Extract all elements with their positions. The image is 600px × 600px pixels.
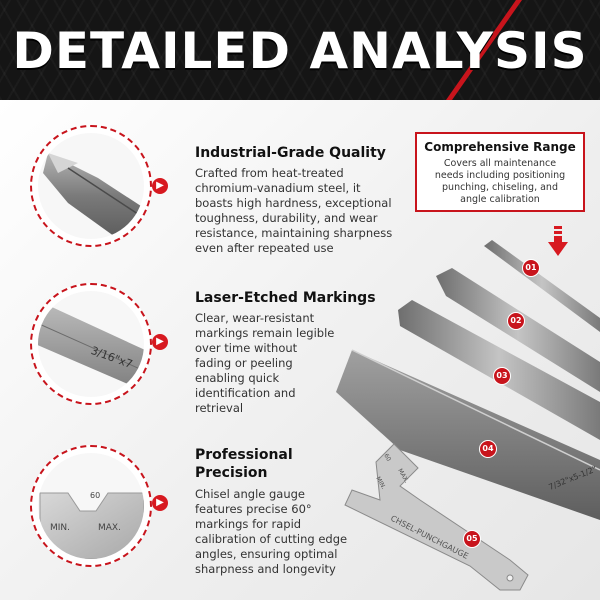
gauge-angle-text: 60: [382, 453, 392, 463]
badge-01: 01: [522, 259, 540, 277]
badge-04: 04: [479, 440, 497, 458]
tool-cold-chisel: 7/32"x5-1/2": [336, 349, 600, 520]
badge-02: 02: [507, 312, 525, 330]
gauge-min-label: MIN.: [50, 523, 71, 533]
badge-05: 05: [463, 530, 481, 548]
circle-marking: 3/16"x7: [30, 283, 152, 405]
circle-chisel-tip: [30, 125, 152, 247]
marking-image: 3/16"x7: [38, 291, 144, 397]
range-info-box: Comprehensive Range Covers all maintenan…: [415, 132, 585, 212]
page-title: DETAILED ANALYSIS: [12, 22, 588, 80]
arrow-right-icon: ▶: [152, 178, 168, 194]
arrow-down-icon: [548, 226, 568, 256]
header-banner: DETAILED ANALYSIS: [0, 0, 600, 100]
gauge-angle-label: 60: [90, 491, 101, 500]
feature-title-quality: Industrial-Grade Quality: [195, 145, 386, 161]
gauge-max-label: MAX.: [98, 523, 121, 533]
chisel-tip-image: [38, 133, 144, 239]
badge-03: 03: [493, 367, 511, 385]
circle-gauge: 60 MIN. MAX.: [30, 445, 152, 567]
tool-center-punch: [436, 268, 600, 392]
hex-pattern: [0, 0, 600, 100]
gauge-image: 60 MIN. MAX.: [38, 453, 144, 559]
tool-pin-punch: [484, 240, 600, 332]
feature-title-markings: Laser-Etched Markings: [195, 290, 376, 306]
arrow-right-icon: ▶: [152, 334, 168, 350]
range-title: Comprehensive Range: [424, 140, 576, 154]
arrow-right-icon: ▶: [152, 495, 168, 511]
